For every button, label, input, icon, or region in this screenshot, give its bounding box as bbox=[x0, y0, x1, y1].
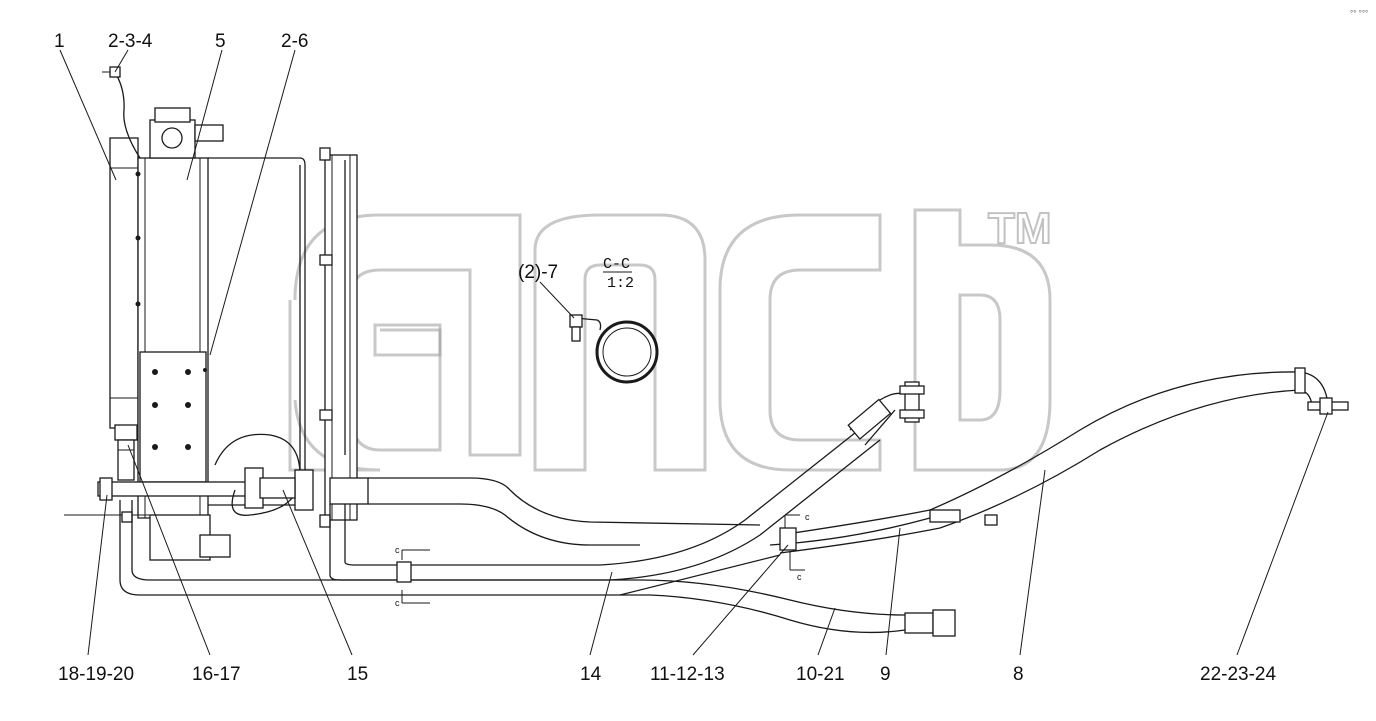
callout-18-19-20: 18-19-20 bbox=[58, 664, 134, 685]
upper-hose-loop bbox=[214, 433, 314, 516]
fan-shroud bbox=[208, 147, 358, 528]
pipe-14 bbox=[329, 424, 881, 581]
pipe-8 bbox=[779, 367, 1349, 554]
callout-8: 8 bbox=[1013, 664, 1024, 685]
angled-hose bbox=[847, 381, 925, 446]
pipe-10-21 bbox=[119, 500, 956, 637]
corner-mark: °° °°° bbox=[1350, 9, 1368, 18]
callout-1: 1 bbox=[54, 31, 65, 52]
filler-neck bbox=[149, 107, 224, 159]
pipe-clamp: c c bbox=[779, 512, 810, 582]
callout-22-23-24: 22-23-24 bbox=[1200, 664, 1276, 685]
callout-11-12-13: 11-12-13 bbox=[650, 664, 725, 685]
outlet-connector bbox=[329, 477, 369, 505]
callout-2-7: (2)-7 bbox=[518, 262, 558, 283]
drain-cock bbox=[114, 424, 138, 481]
section-marker-c-lower: c bbox=[797, 572, 802, 582]
callout-9: 9 bbox=[880, 664, 891, 685]
section-scale: 1:2 bbox=[607, 275, 634, 292]
watermark: TM bbox=[288, 203, 1053, 472]
callout-2-6: 2-6 bbox=[281, 31, 308, 52]
callout-10-21: 10-21 bbox=[796, 664, 845, 685]
section-marker-c-left-upper: c bbox=[395, 545, 400, 555]
callout-15: 15 bbox=[347, 664, 368, 685]
section-title: C-C bbox=[603, 256, 630, 273]
callout-5: 5 bbox=[215, 31, 226, 52]
callout-labels: 1 2-3-4 5 2-6 18-19-20 16-17 15 14 11-12… bbox=[54, 31, 1276, 685]
section-view: C-C 1:2 bbox=[539, 256, 659, 384]
radiator-core bbox=[109, 137, 209, 519]
section-marker-c-upper: c bbox=[805, 512, 810, 522]
callout-14: 14 bbox=[580, 664, 602, 685]
callout-16-17: 16-17 bbox=[192, 664, 241, 685]
watermark-tm: TM bbox=[988, 204, 1052, 253]
pipe-clamp-left: c c bbox=[395, 545, 430, 608]
section-marker-c-left-lower: c bbox=[395, 598, 400, 608]
callout-2-3-4: 2-3-4 bbox=[108, 31, 153, 52]
leader-lines bbox=[59, 49, 1329, 656]
